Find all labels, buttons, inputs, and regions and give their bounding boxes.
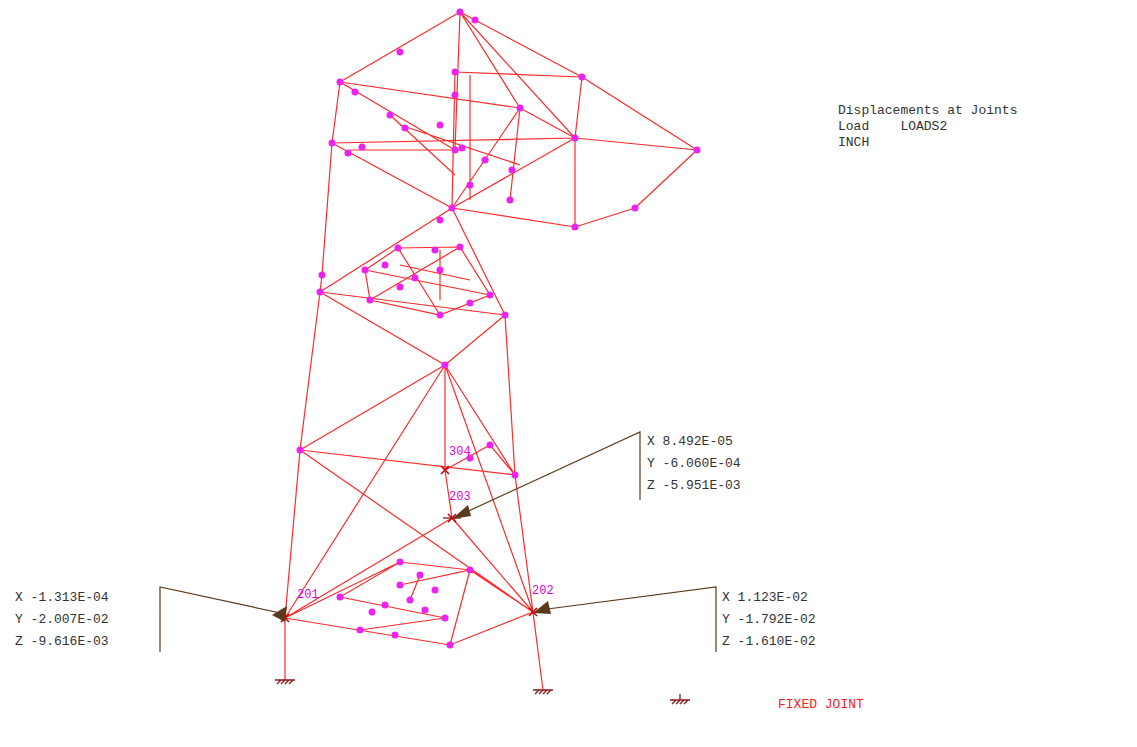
- displacement-value: Z -5.951E-03: [647, 478, 741, 493]
- displacement-value: X 1.123E-02: [722, 590, 808, 605]
- leader-arrowheads: [272, 505, 551, 622]
- joint-number: 304: [449, 445, 471, 460]
- displacement-value: X -1.313E-04: [15, 590, 109, 605]
- joint-number: 202: [532, 584, 554, 599]
- note-text: INCH: [838, 135, 869, 150]
- displacement-value: Y -2.007E-02: [15, 612, 109, 627]
- joint-number: 201: [297, 588, 319, 603]
- joint-number: 203: [449, 490, 471, 505]
- leader-lines: [160, 432, 716, 652]
- displacement-value: Z -1.610E-02: [722, 634, 816, 649]
- displacement-value: Y -1.792E-02: [722, 612, 816, 627]
- displacement-value: X 8.492E-05: [647, 434, 733, 449]
- fixed-supports: [275, 518, 690, 704]
- displacement-value: Y -6.060E-04: [647, 456, 741, 471]
- note-text: Load LOADS2: [838, 119, 947, 134]
- joint-dots: [297, 9, 701, 649]
- displacement-value: Z -9.616E-03: [15, 634, 109, 649]
- frame-members: [285, 12, 697, 690]
- legend-text: FIXED JOINT: [778, 697, 864, 712]
- note-text: Displacements at Joints: [838, 103, 1017, 118]
- joint-markers: [281, 466, 537, 622]
